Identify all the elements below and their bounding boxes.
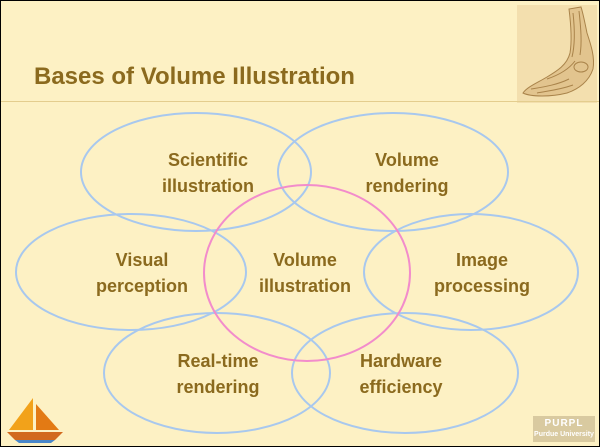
label-hardware-line1: Hardware (360, 351, 442, 371)
label-volume-illustration-line2: illustration (259, 276, 351, 296)
ship-logo-icon (7, 398, 63, 443)
foot-anatomy-image (517, 5, 597, 103)
label-image-line2: processing (434, 276, 530, 296)
label-visual-line2: perception (96, 276, 188, 296)
label-volume-rendering-line2: rendering (365, 176, 448, 196)
label-hardware-line2: efficiency (359, 377, 442, 397)
label-realtime-line2: rendering (176, 377, 259, 397)
purpl-logo-sub: Purdue University (534, 431, 594, 438)
ellipse-image-processing (363, 213, 579, 331)
label-volume-illustration-line1: Volume (273, 250, 337, 270)
ellipse-volume-illustration (203, 184, 411, 362)
purpl-logo: PURPL Purdue University (533, 416, 595, 442)
ellipse-scientific-illustration (80, 112, 312, 232)
ellipse-visual-perception (15, 213, 247, 331)
label-realtime-line1: Real-time (177, 351, 258, 371)
label-scientific-line1: Scientific (168, 150, 248, 170)
ellipse-volume-rendering (277, 112, 509, 232)
ellipse-realtime-rendering (103, 312, 331, 434)
title-divider (1, 101, 599, 102)
purpl-logo-main: PURPL (544, 418, 584, 429)
slide-title: Bases of Volume Illustration (34, 63, 355, 90)
label-scientific-line2: illustration (162, 176, 254, 196)
label-volume-rendering-line1: Volume (375, 150, 439, 170)
ellipse-hardware-efficiency (291, 312, 519, 434)
label-visual-line1: Visual (116, 250, 169, 270)
label-image-line1: Image (456, 250, 508, 270)
